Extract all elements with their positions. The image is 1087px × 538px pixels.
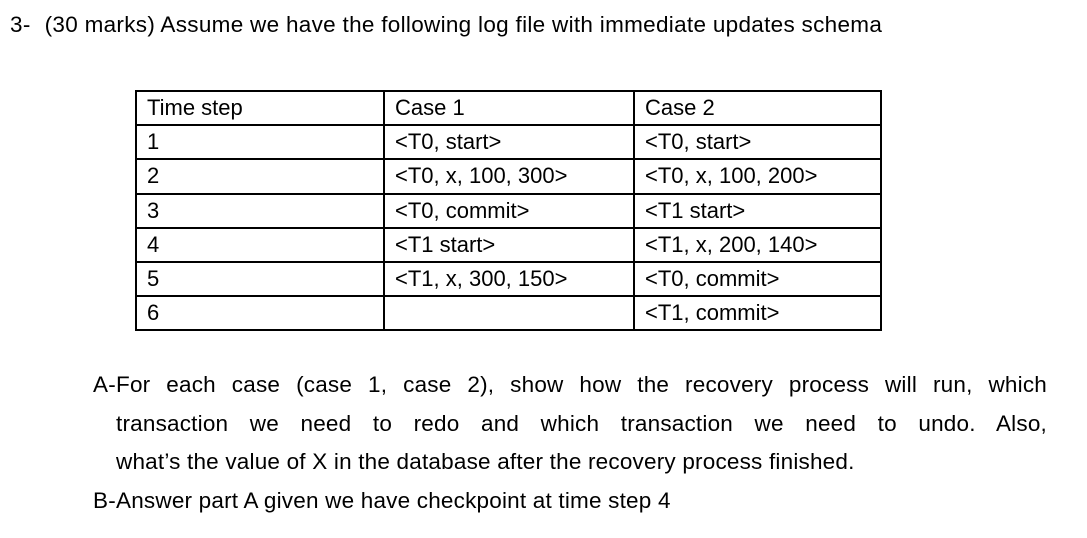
question-text: (30 marks) Assume we have the following …	[44, 12, 883, 37]
table-cell-time-step: 5	[135, 260, 385, 298]
table-cell-case-1: <T1, x, 300, 150>	[383, 260, 635, 298]
col-header-case-2: Case 2	[633, 89, 882, 127]
table-row: 1 <T0, start> <T0, start>	[135, 124, 882, 161]
part-a-text: For each case (case 1, case 2), show how…	[116, 366, 1047, 482]
table-cell-case-1	[383, 295, 635, 332]
part-b-text: Answer part A given we have checkpoint a…	[116, 482, 1047, 521]
table-cell-time-step: 1	[135, 124, 385, 161]
table-cell-case-2: <T0, commit>	[633, 260, 882, 298]
table-row: 4 <T1 start> <T1, x, 200, 140>	[135, 226, 882, 263]
question-parts: A- For each case (case 1, case 2), show …	[93, 366, 1047, 520]
part-a-line-1: For each case (case 1, case 2), show how…	[116, 372, 1047, 397]
table-cell-time-step: 4	[135, 226, 385, 263]
part-a-line-3: what’s the value of X in the database af…	[116, 449, 855, 475]
table-cell-case-2: <T1, commit>	[633, 295, 882, 332]
table-cell-case-1: <T0, commit>	[383, 192, 635, 229]
table-row: 5 <T1, x, 300, 150> <T0, commit>	[135, 260, 882, 298]
table-row: 3 <T0, commit> <T1 start>	[135, 192, 882, 229]
part-a-line-2: transaction we need to redo and which tr…	[116, 410, 1047, 436]
part-b-label: B-	[93, 487, 116, 513]
table-cell-case-1: <T1 start>	[383, 226, 635, 263]
table-cell-case-2: <T0, x, 100, 200>	[633, 158, 882, 195]
col-header-time-step: Time step	[135, 89, 385, 127]
table-cell-case-1: <T0, x, 100, 300>	[383, 158, 635, 195]
table-row: 6 <T1, commit>	[135, 295, 882, 332]
question-number: 3-	[10, 12, 31, 37]
part-a: A- For each case (case 1, case 2), show …	[93, 366, 1047, 482]
col-header-case-1: Case 1	[383, 89, 635, 127]
question-heading: 3- (30 marks) Assume we have the followin…	[10, 12, 882, 38]
table-cell-case-1: <T0, start>	[383, 124, 635, 161]
table-header-row: Time step Case 1 Case 2	[135, 89, 882, 127]
table-cell-case-2: <T0, start>	[633, 124, 882, 161]
part-b-line-1: Answer part A given we have checkpoint a…	[116, 487, 671, 513]
table-cell-time-step: 6	[135, 295, 385, 332]
table-cell-time-step: 3	[135, 192, 385, 229]
part-a-label: A-	[93, 372, 116, 397]
part-b: B- Answer part A given we have checkpoin…	[93, 482, 1047, 521]
table-cell-case-2: <T1, x, 200, 140>	[633, 226, 882, 263]
log-file-table: Time step Case 1 Case 2 1 <T0, start> <T…	[135, 89, 882, 332]
table-row: 2 <T0, x, 100, 300> <T0, x, 100, 200>	[135, 158, 882, 195]
table-cell-time-step: 2	[135, 158, 385, 195]
table-cell-case-2: <T1 start>	[633, 192, 882, 229]
